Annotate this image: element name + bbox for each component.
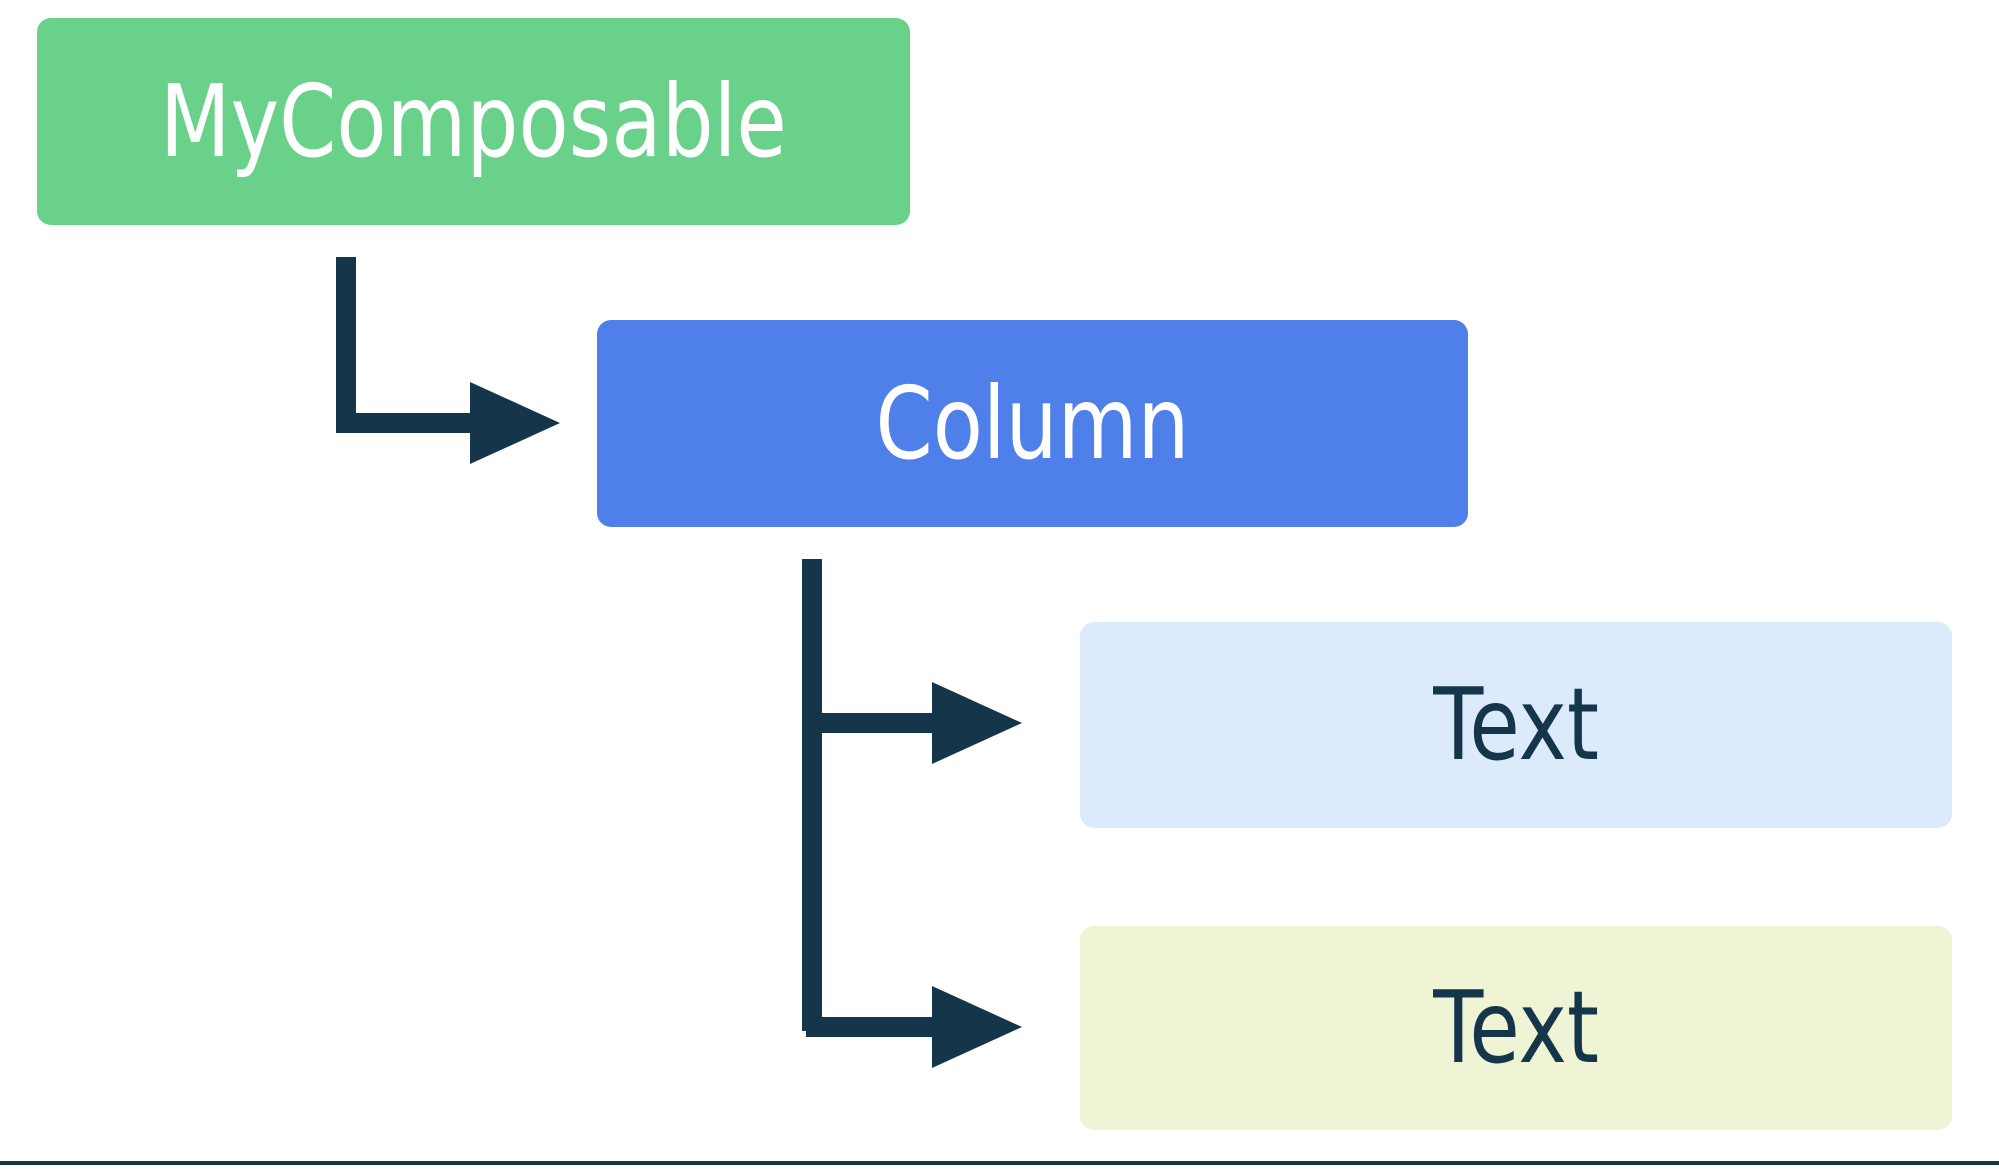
edge-root-to-column: [336, 257, 560, 464]
node-text-first[interactable]: Text: [1080, 622, 1952, 828]
edge-root-to-column-line: [336, 257, 482, 433]
edge-column-to-text-1: [806, 682, 1022, 764]
node-text-second[interactable]: Text: [1080, 926, 1952, 1130]
bottom-divider: [0, 1161, 1999, 1165]
arrowhead-icon: [932, 682, 1022, 764]
node-my-composable-label: MyComposable: [159, 62, 788, 180]
node-column-label: Column: [875, 364, 1190, 482]
arrowhead-icon: [932, 986, 1022, 1068]
node-text-first-label: Text: [1433, 666, 1599, 783]
node-column[interactable]: Column: [597, 320, 1468, 527]
arrowhead-icon: [470, 382, 560, 464]
node-text-second-label: Text: [1433, 969, 1599, 1086]
edge-column-to-text-2: [806, 986, 1022, 1068]
node-my-composable[interactable]: MyComposable: [37, 18, 910, 225]
